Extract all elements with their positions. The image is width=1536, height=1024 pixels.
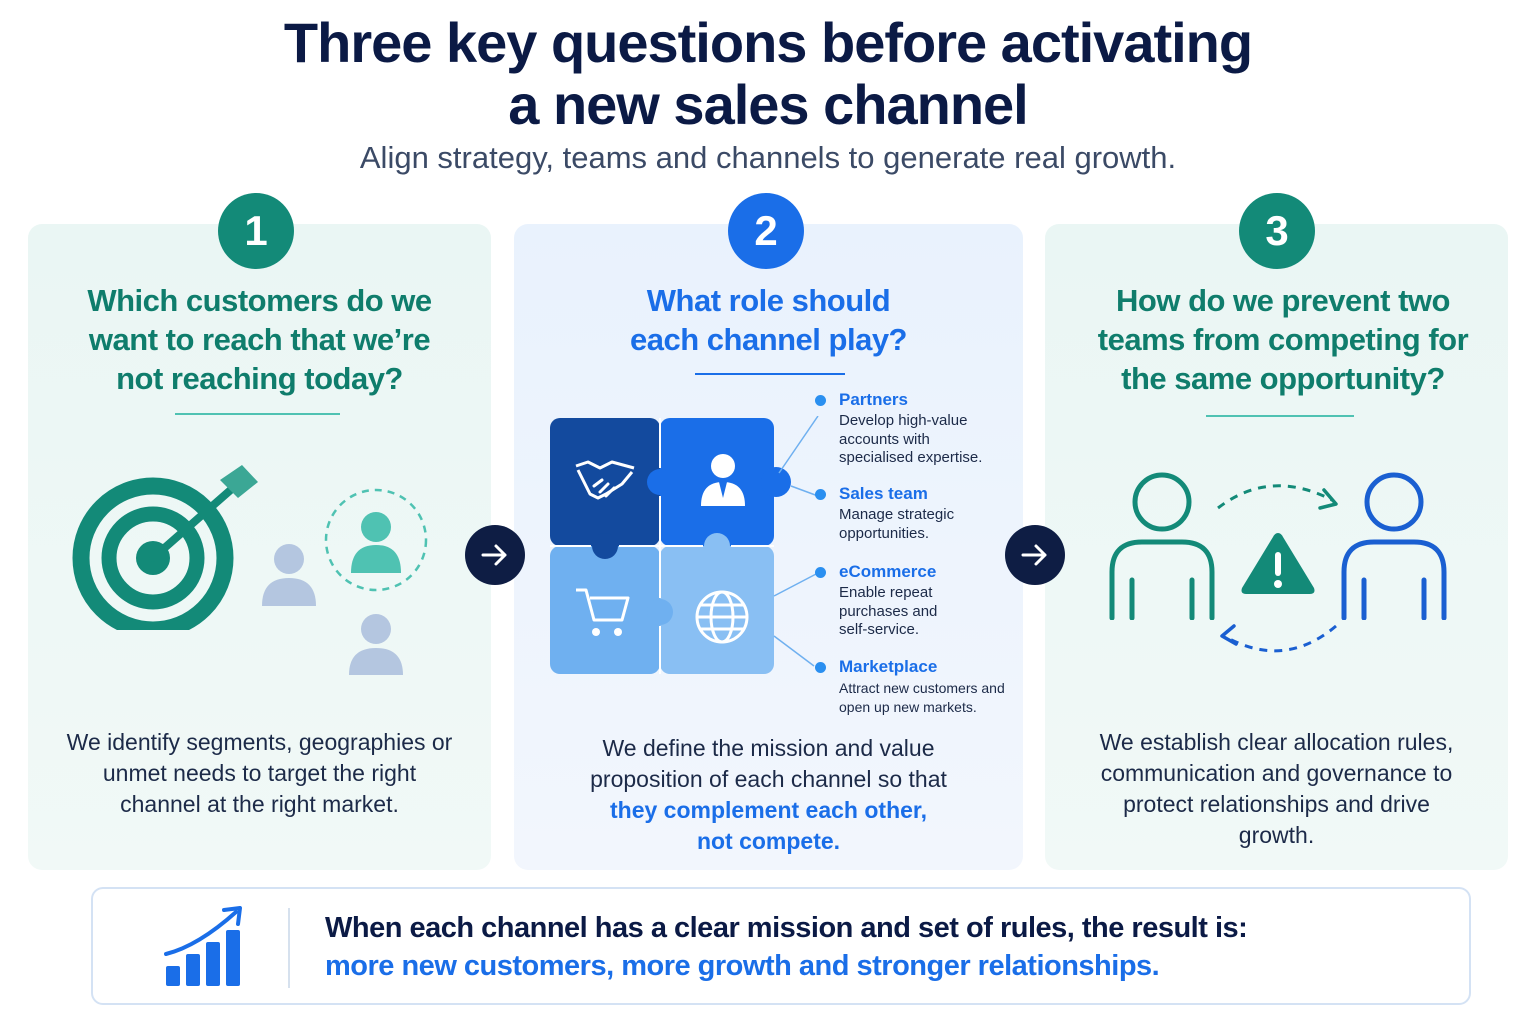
answer-1-text: We identify segments, geographies or unm… bbox=[66, 729, 453, 817]
bullet-icon bbox=[815, 489, 826, 500]
role-name: Marketplace bbox=[839, 657, 938, 676]
person-outline-icon bbox=[1109, 472, 1215, 620]
divider-2 bbox=[695, 373, 845, 375]
role-name: Partners bbox=[839, 390, 908, 409]
step-number-3: 3 bbox=[1239, 193, 1315, 269]
page-subtitle: Align strategy, teams and channels to ge… bbox=[359, 140, 1177, 175]
banner-divider bbox=[288, 908, 290, 988]
page-title: Three key questions before activating a … bbox=[0, 12, 1536, 136]
globe-icon bbox=[695, 590, 749, 644]
question-2-text: What role should each channel play? bbox=[630, 283, 908, 357]
next-arrow-icon bbox=[465, 525, 525, 585]
question-3: How do we prevent two teams from competi… bbox=[1045, 281, 1521, 398]
answer-2-text: We define the mission and value proposit… bbox=[590, 735, 947, 792]
role-description: Manage strategic opportunities. bbox=[839, 506, 955, 542]
circular-arrows-icon bbox=[1217, 484, 1338, 653]
step-number-2: 2 bbox=[728, 193, 804, 269]
step-number-1: 1 bbox=[218, 193, 294, 269]
salesperson-icon bbox=[701, 454, 745, 506]
question-3-text: How do we prevent two teams from competi… bbox=[1097, 283, 1469, 396]
person-outline-icon bbox=[1341, 472, 1447, 620]
title-line-1: Three key questions before activating bbox=[283, 11, 1253, 74]
role-name: Sales team bbox=[839, 484, 928, 503]
role-description: Attract new customers and open up new ma… bbox=[839, 680, 1005, 715]
banner-result: more new customers, more growth and stro… bbox=[325, 950, 1160, 982]
answer-3-text: We establish clear allocation rules, com… bbox=[1099, 729, 1454, 848]
answer-3: We establish clear allocation rules, com… bbox=[1045, 727, 1508, 851]
divider-3 bbox=[1206, 415, 1354, 417]
question-2: What role should each channel play? bbox=[514, 281, 1023, 359]
answer-2-highlight: they complement each other, not compete. bbox=[610, 797, 927, 854]
role-name: eCommerce bbox=[839, 562, 937, 581]
warning-icon bbox=[1241, 533, 1315, 594]
result-banner bbox=[91, 887, 1471, 1005]
role-description: Enable repeat purchases and self-service… bbox=[839, 584, 938, 638]
next-arrow-icon bbox=[1005, 525, 1065, 585]
question-1-text: Which customers do we want to reach that… bbox=[87, 283, 432, 396]
person-icon bbox=[262, 544, 316, 606]
divider-1 bbox=[175, 413, 340, 415]
handshake-icon bbox=[575, 460, 635, 500]
bullet-icon bbox=[815, 395, 826, 406]
answer-1: We identify segments, geographies or unm… bbox=[28, 727, 491, 820]
shopping-cart-icon bbox=[576, 588, 630, 636]
question-1: Which customers do we want to reach that… bbox=[28, 281, 491, 398]
person-icon bbox=[349, 614, 403, 675]
answer-2: We define the mission and value proposit… bbox=[514, 733, 1023, 857]
banner-statement: When each channel has a clear mission an… bbox=[325, 912, 1248, 944]
bullet-icon bbox=[815, 662, 826, 673]
role-description: Develop high-value accounts with special… bbox=[839, 412, 983, 466]
bullet-icon bbox=[815, 567, 826, 578]
highlighted-person-icon bbox=[324, 488, 428, 592]
channel-puzzle bbox=[550, 416, 819, 674]
title-line-2: a new sales channel bbox=[508, 73, 1028, 136]
target-arrow-icon bbox=[72, 465, 258, 630]
growth-chart-icon bbox=[164, 906, 242, 986]
